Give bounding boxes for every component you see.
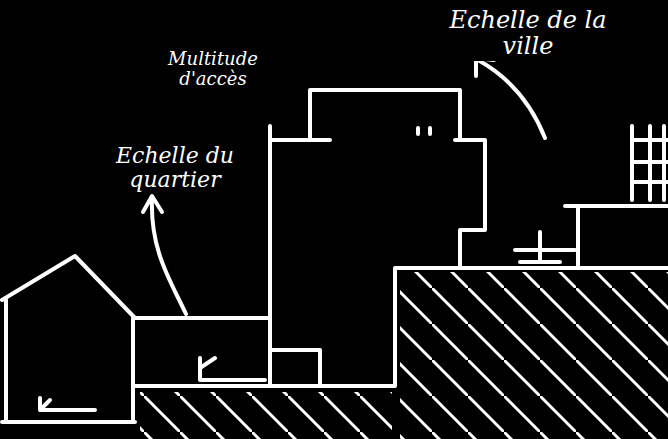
- stair-symbol: [40, 398, 95, 410]
- window-grid: [632, 126, 668, 200]
- tall-building-inner: [270, 350, 320, 386]
- house-roof: [2, 256, 135, 318]
- scale-label: Echelle du quartier: [92, 143, 258, 193]
- scale-label: Echelle de la ville: [430, 6, 626, 61]
- house-walls: [2, 300, 135, 422]
- tall-building: [270, 90, 485, 386]
- right-building: [565, 206, 668, 268]
- low-building: [135, 316, 268, 320]
- stair-symbol: [200, 358, 265, 380]
- scale-label: Multitude d'accès: [148, 48, 278, 90]
- access-marks: [418, 128, 430, 134]
- arrow-head: [143, 196, 162, 212]
- ground-hatch: [400, 272, 668, 439]
- ground-hatch: [140, 392, 392, 439]
- ground-line: [133, 268, 668, 386]
- stair-symbol: [515, 232, 575, 262]
- arrow-line: [152, 198, 186, 314]
- arrow-line: [478, 60, 545, 138]
